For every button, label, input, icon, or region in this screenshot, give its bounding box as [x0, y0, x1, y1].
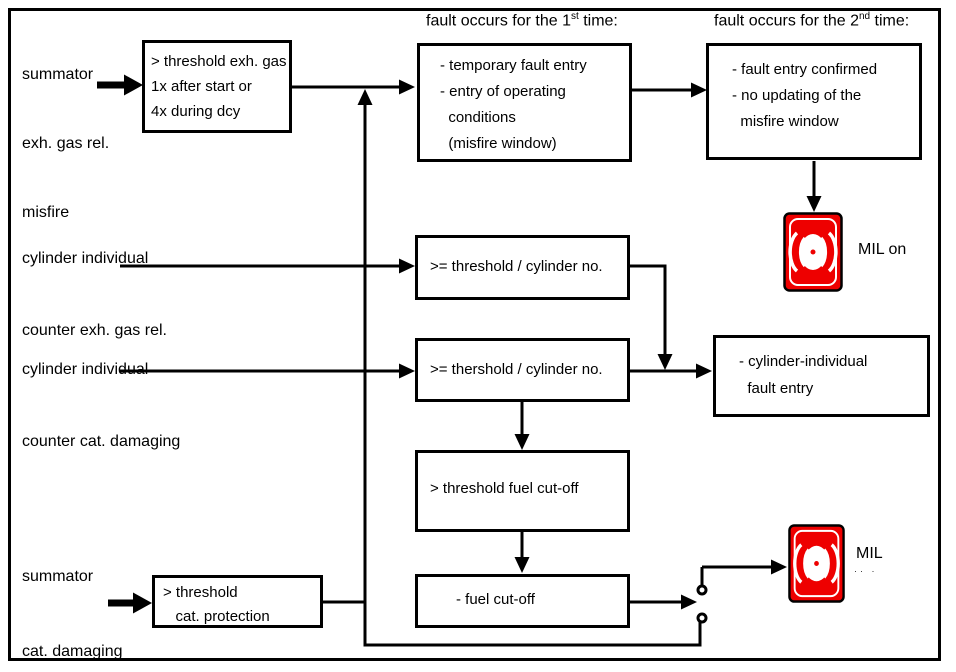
box-line: cat. protection — [163, 608, 270, 625]
box-line: > threshold — [163, 584, 238, 601]
input-line: cat. damaging — [22, 643, 123, 660]
input-line: misfire — [22, 204, 70, 221]
input-line: summator — [22, 66, 94, 83]
box-line: - fuel cut-off — [456, 591, 535, 608]
mil-label: MIL — [856, 545, 883, 562]
header-second-fault: fault occurs for the 2nd time: — [714, 11, 909, 30]
header-text: fault occurs for the 2 — [714, 12, 859, 30]
box-fault-entry-confirmed: - fault entry confirmed - no updating of… — [706, 43, 922, 160]
input-label-counter-exh: cylinder individual counter exh. gas rel… — [22, 199, 167, 391]
header-text: time: — [578, 12, 618, 30]
box-line: 1x after start or — [151, 78, 252, 95]
box-fuel-cutoff: - fuel cut-off — [415, 574, 630, 628]
diagram-border — [8, 8, 941, 661]
box-line: misfire window — [732, 113, 839, 130]
box-line: - fault entry confirmed — [732, 61, 878, 78]
box-line: - temporary fault entry — [440, 57, 587, 74]
box-line: > threshold fuel cut-off — [430, 480, 579, 497]
input-line: cylinder individual — [22, 250, 149, 267]
box-line: >= thershold / cylinder no. — [430, 361, 603, 378]
header-text: fault occurs for the 1 — [426, 12, 571, 30]
mil-clipped-text: ·· · — [854, 566, 878, 576]
box-line: >= threshold / cylinder no. — [430, 258, 603, 275]
input-label-summator-cat: summator cat. damaging misfire fzkats — [22, 514, 123, 672]
input-line: counter cat. damaging — [22, 433, 181, 450]
header-text: time: — [870, 12, 910, 30]
box-line: - no updating of the — [732, 87, 862, 104]
input-line: counter exh. gas rel. — [22, 322, 167, 339]
header-first-fault: fault occurs for the 1st time: — [426, 11, 618, 30]
box-threshold-fuel-cutoff: > threshold fuel cut-off — [415, 450, 630, 532]
box-line: (misfire window) — [440, 135, 557, 152]
box-threshold-cat-protection: > threshold cat. protection — [152, 575, 323, 628]
mil-lamp-icon — [783, 212, 843, 292]
box-exh-threshold: > threshold exh. gas 1x after start or 4… — [142, 40, 292, 133]
box-line: 4x during dcy — [151, 103, 241, 120]
input-line: cylinder individual — [22, 361, 149, 378]
header-sup: st — [570, 11, 579, 22]
box-line: - cylinder-individual — [739, 353, 868, 370]
box-threshold-cylinder-cat: >= thershold / cylinder no. — [415, 338, 630, 402]
mil-lamp-icon-svg — [783, 212, 843, 292]
box-line: fault entry — [739, 380, 814, 397]
box-cylinder-individual-fault-entry: - cylinder-individual fault entry — [713, 335, 930, 417]
input-line: exh. gas rel. — [22, 135, 110, 152]
box-temporary-fault-entry: - temporary fault entry - entry of opera… — [417, 43, 632, 162]
mil-lamp-icon-svg — [788, 524, 845, 603]
header-sup: nd — [858, 11, 871, 22]
box-threshold-cylinder-exh: >= threshold / cylinder no. — [415, 235, 630, 300]
box-line: conditions — [440, 109, 516, 126]
box-line: - entry of operating — [440, 83, 566, 100]
input-label-summator-exh: summator exh. gas rel. misfire — [22, 17, 109, 270]
mil-lamp-icon — [788, 524, 845, 603]
input-label-counter-cat: cylinder individual counter cat. damagin… — [22, 310, 180, 502]
mil-on-label: MIL on — [858, 241, 907, 258]
box-line: > threshold exh. gas — [151, 53, 287, 70]
input-line: summator — [22, 568, 94, 585]
